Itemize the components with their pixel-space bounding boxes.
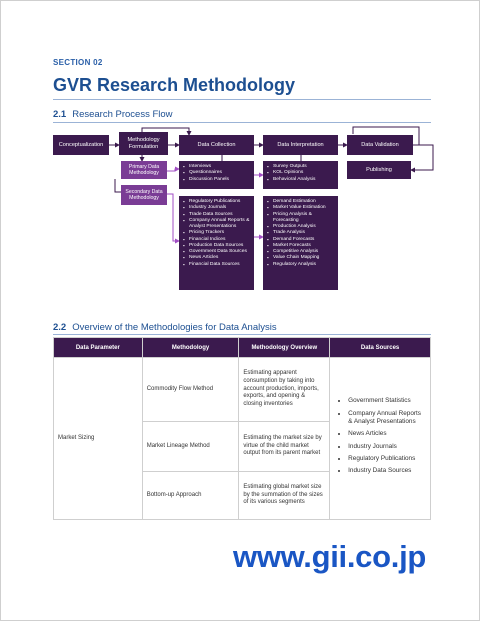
analysis-items-box: Demand Estimation Market Value Estimatio…: [263, 196, 338, 290]
arrow-validation-publishing: [410, 144, 434, 173]
list-item: Financial Data Sources: [183, 262, 250, 268]
list-item: Regulatory Analysis: [267, 262, 334, 268]
list-item: Company Annual Reports & Analyst Present…: [183, 218, 250, 231]
title-divider: [53, 99, 431, 100]
arrow-secondary-items: [167, 193, 180, 244]
methodology-cell: Bottom-up Approach: [141, 471, 240, 520]
list-item: KOL Opinions: [267, 170, 334, 176]
secondary-items-box: Regulatory Publications Industry Journal…: [179, 196, 254, 290]
data-validation-box: Data Validation: [347, 135, 413, 155]
watermark: www.gii.co.jp: [233, 539, 427, 574]
overview-cell: Estimating apparent consumption by takin…: [238, 357, 331, 422]
connector-primary-secondary: [114, 179, 121, 193]
source-item: Industry Journals: [348, 443, 426, 451]
data-interpretation-box: Data Interpretation: [263, 135, 338, 155]
list-item: Discussion Panels: [183, 177, 250, 183]
overview-cell: Estimating the market size by virtue of …: [238, 421, 331, 472]
data-parameter-cell: Market Sizing: [53, 357, 143, 520]
arrow-primary-items: [167, 166, 180, 172]
source-item: Regulatory Publications: [348, 455, 426, 463]
overview-heading-divider: [53, 334, 431, 335]
list-item: Production Data Sources: [183, 243, 250, 249]
overview-cell: Estimating global market size by the sum…: [238, 471, 331, 520]
list-item: Industry Journals: [183, 205, 250, 211]
column-header: Data Sources: [329, 337, 431, 358]
list-item: Regulatory Publications: [183, 199, 250, 205]
table-row: Market Sizing Commodity Flow Method Esti…: [53, 357, 431, 520]
list-item: Government Data Sources: [183, 249, 250, 255]
list-item: Trade Analysis: [267, 230, 334, 236]
table-row: Market Lineage Method Estimating the mar…: [54, 421, 431, 472]
primary-items-box: Interviews Questionnaires Discussion Pan…: [179, 161, 254, 189]
list-item: Competitive Analysis: [267, 249, 334, 255]
list-item: Demand Forecasts: [267, 237, 334, 243]
flow-heading-divider: [53, 122, 431, 123]
list-item: News Articles: [183, 255, 250, 261]
methodology-formulation-box: Methodology Formulation: [119, 132, 168, 155]
list-item: Pricing Trackers: [183, 230, 250, 236]
source-item: Industry Data Sources: [348, 467, 426, 475]
primary-data-methodology-box: Primary Data Methodology: [121, 161, 167, 179]
methodology-cell: Commodity Flow Method: [141, 357, 240, 422]
column-header: Methodology: [141, 337, 240, 358]
flow-heading: 2.1 Research Process Flow: [53, 109, 173, 120]
source-item: News Articles: [348, 430, 426, 438]
list-item: Value Chain Mapping: [267, 255, 334, 261]
list-item: Survey Outputs: [267, 164, 334, 170]
list-item: Pricing Analysis & Forecasting: [267, 212, 334, 225]
publishing-box: Publishing: [347, 161, 411, 179]
source-item: Company Annual Reports & Analyst Present…: [348, 410, 426, 427]
methodology-table: Data Parameter Methodology Methodology O…: [53, 337, 431, 520]
list-item: Questionnaires: [183, 170, 250, 176]
overview-heading-number: 2.2: [53, 322, 67, 333]
data-sources-cell: Government Statistics Company Annual Rep…: [329, 357, 431, 520]
methodology-cell: Market Lineage Method: [141, 421, 240, 472]
column-header: Methodology Overview: [238, 337, 331, 358]
survey-items-box: Survey Outputs KOL Opinions Behavioral A…: [263, 161, 338, 189]
conceptualization-box: Conceptualization: [53, 135, 109, 155]
flow-heading-text: Research Process Flow: [72, 109, 173, 120]
secondary-data-methodology-box: Secondary Data Methodology: [121, 185, 167, 205]
table-header-row: Data Parameter Methodology Methodology O…: [53, 337, 431, 358]
page-title: GVR Research Methodology: [53, 75, 296, 95]
list-item: Production Analysis: [267, 224, 334, 230]
list-item: Behavioral Analysis: [267, 177, 334, 183]
table-row: Bottom-up Approach Estimating global mar…: [54, 471, 431, 520]
overview-heading-text: Overview of the Methodologies for Data A…: [72, 322, 277, 333]
list-item: Interviews: [183, 164, 250, 170]
list-item: Financial Indices: [183, 237, 250, 243]
arrow-formulation-collection: [141, 127, 192, 136]
list-item: Trade Data Sources: [183, 212, 250, 218]
source-item: Government Statistics: [348, 397, 426, 405]
list-item: Demand Estimation: [267, 199, 334, 205]
overview-heading: 2.2 Overview of the Methodologies for Dat…: [53, 322, 277, 333]
section-label: SECTION 02: [53, 58, 103, 67]
list-item: Market Value Estimation: [267, 205, 334, 211]
list-item: Market Forecasts: [267, 243, 334, 249]
column-header: Data Parameter: [53, 337, 143, 358]
data-collection-box: Data Collection: [179, 135, 254, 155]
flow-heading-number: 2.1: [53, 109, 67, 120]
